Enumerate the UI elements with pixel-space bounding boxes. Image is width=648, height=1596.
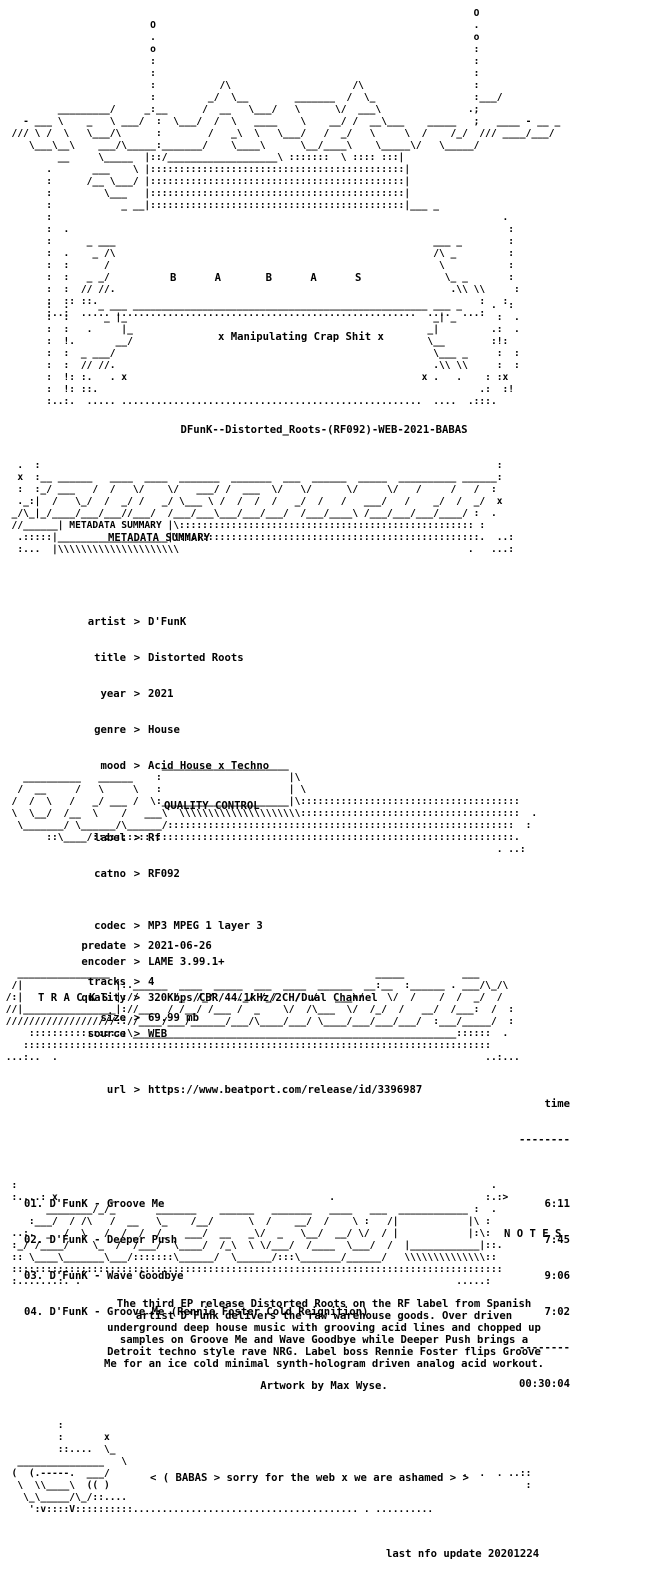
track-title: D'FunK - Wave Goodbye bbox=[49, 1270, 184, 1282]
quality-row-codec: codec>MP3 MPEG 1 layer 3 bbox=[94, 920, 263, 932]
meta-row-year: year>2021 bbox=[100, 688, 174, 700]
notes-section-label: N O T E S bbox=[504, 1228, 562, 1240]
notes-banner-ascii: : . :....: x _ . :.:> ________/_/_ bbox=[11, 1180, 509, 1287]
meta-row-label: label>Rf bbox=[94, 832, 161, 844]
track-time: 7:02 bbox=[544, 1306, 570, 1318]
track-time: 6:11 bbox=[544, 1198, 570, 1210]
tracks-section-label: T R A C K S bbox=[38, 992, 109, 1004]
footer-ascii: : : x ::.... \_ _______________ \ ( (.--… bbox=[11, 1420, 532, 1515]
tracks-banner-ascii: ________________ _____ ___ /| |:.______ … bbox=[5, 968, 520, 1063]
release-url[interactable]: https://www.beatport.com/release/id/3396… bbox=[148, 1084, 423, 1096]
total-time: 00:30:04 bbox=[518, 1378, 570, 1390]
quality-row-quality: quality>320Kbps/CBR/44.1kHz/2CH/Dual Cha… bbox=[81, 992, 378, 1004]
footer-message: < ( BABAS > sorry for the web x we are a… bbox=[150, 1472, 469, 1484]
quality-row-encoder: encoder>LAME 3.99.1+ bbox=[81, 956, 225, 968]
metadata-section-label: METADATA SUMMARY bbox=[108, 532, 211, 544]
meta-row-genre: genre>House bbox=[94, 724, 180, 736]
group-letters: B A B A S bbox=[170, 272, 362, 284]
metadata-fields: artist>D'FunK title>Distorted Roots year… bbox=[0, 592, 422, 1120]
quality-section-label: QUALITY CONTROL bbox=[164, 800, 260, 812]
artwork-credit: Artwork by Max Wyse. bbox=[260, 1380, 388, 1392]
track-title: D'FunK - Groove Me (Rennie Foster Cold R… bbox=[49, 1306, 369, 1318]
track-title: D'FunK - Groove Me bbox=[49, 1198, 165, 1210]
time-header: time bbox=[544, 1098, 570, 1110]
meta-row-size: size>69.99 mb bbox=[100, 1012, 200, 1024]
metadata-banner-ascii: . : : x :__ ______ ____ ____ _______ ___… bbox=[11, 460, 515, 555]
meta-row-artist: artist>D'FunK bbox=[0, 616, 422, 628]
header-frame-ascii: : . _ ___ ______________________________… bbox=[46, 300, 520, 407]
track-time: 7:45 bbox=[544, 1234, 570, 1246]
quality-banner-ascii: ______________________ __________ ______… bbox=[11, 760, 538, 855]
header-ascii-logo: O O . . o o bbox=[11, 8, 561, 319]
meta-row-mood: mood>Acid House x Techno bbox=[100, 760, 270, 772]
track-time: 9:06 bbox=[544, 1270, 570, 1282]
release-name: DFunK--Distorted_Roots-(RF092)-WEB-2021-… bbox=[180, 424, 468, 436]
track-title: D'FunK - Deeper Push bbox=[49, 1234, 178, 1246]
quality-row-source: source>WEB bbox=[87, 1028, 168, 1040]
quality-fields: codec>MP3 MPEG 1 layer 3 encoder>LAME 3.… bbox=[0, 896, 378, 1064]
meta-row-title: title>Distorted Roots bbox=[94, 652, 244, 664]
header-tagline: x Manipulating Crap Shit x bbox=[218, 331, 384, 343]
meta-row-predate: predate>2021-06-26 bbox=[81, 940, 212, 952]
track-row: 04. D'FunK - Groove Me (Rennie Foster Co… bbox=[24, 1306, 570, 1318]
meta-row-catno: catno>RF092 bbox=[94, 868, 180, 880]
last-update: last nfo update 20201224 bbox=[386, 1548, 540, 1560]
meta-row-tracks: tracks>4 bbox=[87, 976, 155, 988]
time-rule: -------- bbox=[518, 1134, 570, 1146]
meta-key: artist bbox=[87, 616, 126, 628]
meta-row-url: url>https://www.beatport.com/release/id/… bbox=[106, 1084, 423, 1096]
meta-value: D'FunK bbox=[148, 616, 187, 628]
release-notes: The third EP release Distorted Roots on … bbox=[103, 1298, 545, 1370]
